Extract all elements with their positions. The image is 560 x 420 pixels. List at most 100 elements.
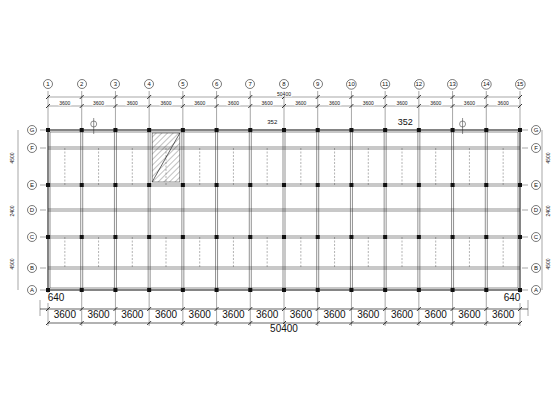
axis-number: A bbox=[534, 287, 538, 293]
axis-bubble: D bbox=[531, 205, 541, 215]
dimension-text: 3600 bbox=[322, 310, 346, 320]
axis-number: C bbox=[534, 234, 538, 240]
dimension-text: 4500 bbox=[10, 257, 15, 270]
dimension-text: 2400 bbox=[10, 204, 15, 217]
axis-bubble: A bbox=[27, 285, 37, 295]
dimension-text: 3600 bbox=[429, 101, 442, 106]
axis-bubble: 10 bbox=[346, 79, 357, 90]
axis-number: G bbox=[534, 127, 539, 133]
axis-number: E bbox=[534, 182, 538, 188]
axis-bubble: G bbox=[27, 125, 37, 135]
axis-number: 14 bbox=[483, 81, 490, 87]
dimension-text: 3600 bbox=[58, 101, 71, 106]
axis-number: F bbox=[30, 145, 34, 151]
axis-number: B bbox=[534, 265, 538, 271]
axis-bubble: E bbox=[27, 180, 37, 190]
axis-bubble: 3 bbox=[110, 79, 120, 89]
axis-number: 7 bbox=[249, 81, 252, 87]
offset-dimension: 640 bbox=[503, 293, 522, 303]
axis-bubble: C bbox=[531, 232, 541, 242]
dimension-text: 4500 bbox=[546, 257, 551, 270]
axis-number: 15 bbox=[517, 81, 524, 87]
axis-number: 9 bbox=[316, 81, 319, 87]
axis-number: B bbox=[30, 265, 34, 271]
callout-number: 352 bbox=[397, 118, 414, 127]
dimension-text: 4500 bbox=[546, 151, 551, 164]
axis-bubble: B bbox=[531, 263, 541, 273]
dimension-text: 3600 bbox=[154, 310, 178, 320]
dimension-text: 3600 bbox=[86, 310, 110, 320]
axis-bubble: E bbox=[531, 180, 541, 190]
axis-number: 13 bbox=[449, 81, 456, 87]
axis-number: F bbox=[534, 145, 538, 151]
axis-number: 2 bbox=[80, 81, 83, 87]
axis-number: 12 bbox=[416, 81, 423, 87]
axis-number: 1 bbox=[46, 81, 49, 87]
dimension-text: 3600 bbox=[221, 310, 245, 320]
callout-number: 352 bbox=[266, 119, 278, 125]
dimension-text: 3600 bbox=[356, 310, 380, 320]
dimension-text: 3600 bbox=[294, 101, 307, 106]
axis-number: D bbox=[534, 207, 538, 213]
dimension-text: 3600 bbox=[255, 310, 279, 320]
axis-bubble: D bbox=[27, 205, 37, 215]
dimension-text: 3600 bbox=[53, 310, 77, 320]
dimension-text: 3600 bbox=[390, 310, 414, 320]
axis-bubble: 1 bbox=[43, 79, 53, 89]
axis-number: 8 bbox=[282, 81, 285, 87]
total-dimension: 50400 bbox=[276, 92, 292, 97]
axis-bubble: F bbox=[531, 143, 541, 153]
dimension-text: 3600 bbox=[193, 101, 206, 106]
axis-bubble: C bbox=[27, 232, 37, 242]
axis-number: E bbox=[30, 182, 34, 188]
axis-bubble: 5 bbox=[178, 79, 188, 89]
axis-number: 4 bbox=[147, 81, 150, 87]
axis-bubble: 15 bbox=[515, 79, 526, 90]
dimension-text: 3600 bbox=[463, 101, 476, 106]
axis-number: 5 bbox=[181, 81, 184, 87]
dimension-text: 3600 bbox=[126, 101, 139, 106]
axis-number: D bbox=[30, 207, 34, 213]
axis-bubble: 11 bbox=[380, 79, 390, 89]
dimension-text: 3600 bbox=[362, 101, 375, 106]
dimension-text: 3600 bbox=[227, 101, 240, 106]
dimension-text: 3600 bbox=[159, 101, 172, 106]
dimension-text: 3600 bbox=[424, 310, 448, 320]
axis-bubble: A bbox=[531, 285, 541, 295]
axis-number: 11 bbox=[382, 81, 388, 87]
axis-bubble: F bbox=[27, 143, 37, 153]
dimension-text: 3600 bbox=[188, 310, 212, 320]
dimension-text: 3600 bbox=[328, 101, 341, 106]
axis-bubble: 7 bbox=[245, 79, 255, 89]
axis-number: 6 bbox=[215, 81, 218, 87]
offset-dimension: 640 bbox=[47, 293, 66, 303]
dimension-text: 3600 bbox=[491, 310, 515, 320]
dimension-text: 4500 bbox=[10, 151, 15, 164]
axis-bubble: G bbox=[531, 125, 541, 135]
dimension-text: 3600 bbox=[92, 101, 105, 106]
axis-number: 10 bbox=[348, 81, 355, 87]
axis-number: C bbox=[30, 234, 34, 240]
axis-bubble: 14 bbox=[481, 79, 492, 90]
axis-number: G bbox=[30, 127, 35, 133]
dimension-text: 3600 bbox=[261, 101, 274, 106]
axis-number: A bbox=[30, 287, 34, 293]
axis-bubble: 8 bbox=[279, 79, 289, 89]
axis-bubble: 9 bbox=[313, 79, 323, 89]
dimension-text: 3600 bbox=[497, 101, 510, 106]
dimension-text: 3600 bbox=[120, 310, 144, 320]
dimension-text: 2400 bbox=[546, 204, 551, 217]
dimension-text: 3600 bbox=[395, 101, 408, 106]
axis-bubble: 2 bbox=[77, 79, 87, 89]
axis-bubble: 4 bbox=[144, 79, 154, 89]
dimension-text: 3600 bbox=[289, 310, 313, 320]
axis-bubble: 6 bbox=[212, 79, 222, 89]
axis-number: 3 bbox=[114, 81, 117, 87]
dimension-text: 3600 bbox=[457, 310, 481, 320]
axis-bubble: 12 bbox=[414, 79, 425, 90]
total-dimension: 50400 bbox=[269, 324, 299, 334]
axis-bubble: B bbox=[27, 263, 37, 273]
axis-bubble: 13 bbox=[447, 79, 458, 90]
